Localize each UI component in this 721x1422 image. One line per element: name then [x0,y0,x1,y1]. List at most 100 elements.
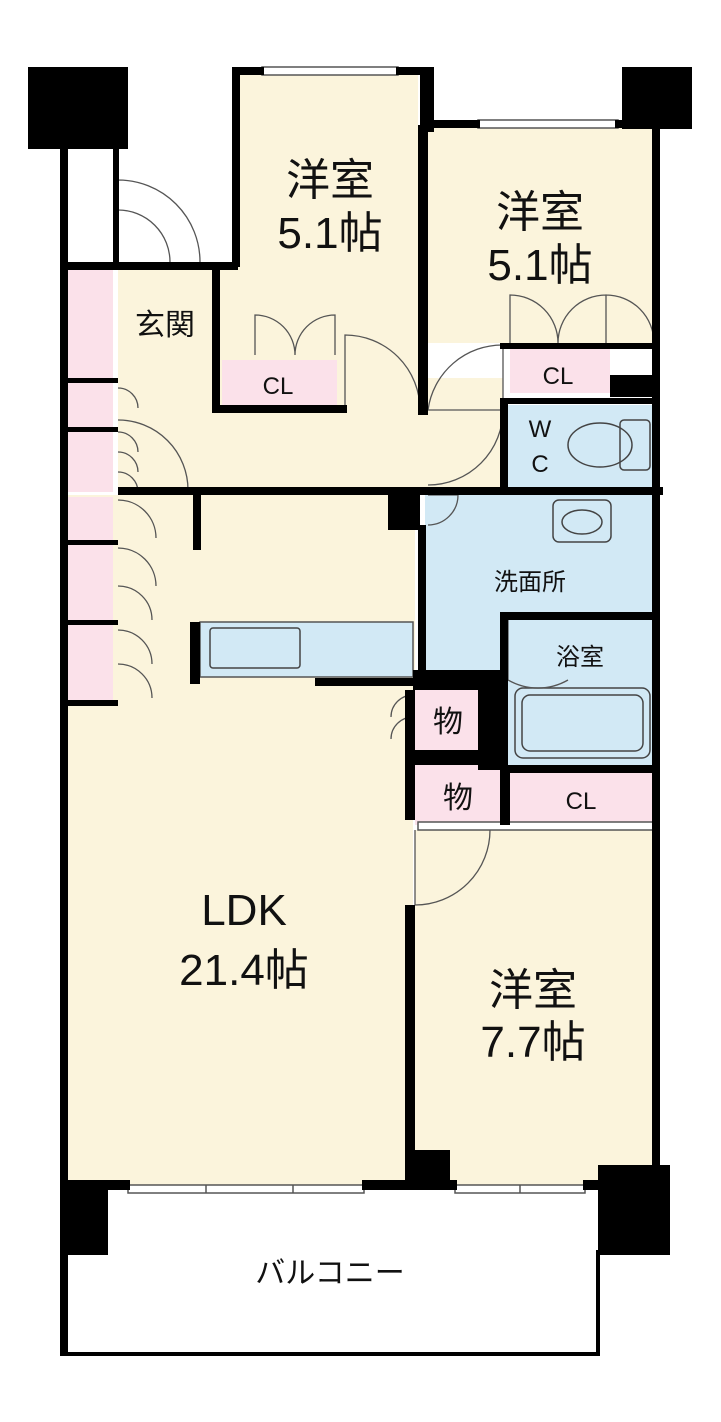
wall-north-ne2 [615,120,655,128]
ldk-size: 21.4帖 [179,946,309,995]
closet-s-label: CL [566,788,597,815]
sink-basin [552,499,612,543]
wall-bath-bottom [500,765,660,773]
bathtub [514,687,651,759]
wc-label-line2: C [531,451,548,478]
wall-nw-east [418,125,428,415]
windows [127,66,656,1194]
closet-nw-label: CL [263,373,294,400]
cabinet-doors-1 [117,387,139,493]
ldk-name: LDK [201,886,287,935]
sink-bowl [561,509,603,535]
labels: 洋室 5.1帖 洋室 5.1帖 玄関 CL CL W C 洗面所 浴室 物 物 … [135,156,604,1290]
shoe-cabinet-2 [68,383,113,428]
storage-1-label: 物 [433,706,463,739]
floor-fills [68,75,655,1355]
hall-door [117,419,189,491]
toilet-tank [619,419,651,471]
wall-north-nw-top [232,67,264,75]
window-ldk [127,1184,365,1194]
closet-ne-label: CL [543,363,574,390]
wall-storage-mid [413,750,508,765]
bedroom-s-door [414,829,491,906]
wall-entry-h [68,262,238,270]
floor-washroom [425,495,655,615]
wall-cabinets-edge4 [68,620,118,625]
door-swings [117,179,655,906]
wall-cabinets-edge3 [68,540,118,545]
wc-label-line1: W [529,416,552,443]
window-nw [261,66,399,76]
shoe-cabinet-5 [68,545,113,620]
wall-south-ldk [60,1180,130,1190]
wall-west [60,149,68,1355]
wall-south-e [583,1180,603,1190]
shoe-cabinet-1 [68,268,113,380]
bedroom-nw-name: 洋室 [286,156,374,205]
wall-ldk-east [405,690,415,820]
closet-ne [510,348,610,393]
entrance-door-arc2 [117,209,171,263]
wall-kitchen-bottom [315,678,425,686]
floor-washroom-ext [425,615,505,675]
wall-north-nw [232,67,240,267]
wall-east [652,120,660,1190]
wall-nw-south [212,262,220,412]
entrance-door-arc [117,179,201,263]
column-nw [28,67,128,149]
wall-kitchen-stub [190,622,200,684]
wall-ldk-stub [193,490,201,550]
storage-1 [415,690,480,750]
wall-wc-west [500,398,508,493]
balcony-rail-east [596,1250,600,1355]
wall-cabinets-edge2 [68,427,118,432]
bedroom-ne-size: 5.1帖 [487,241,592,290]
toilet-bowl [567,422,633,468]
bathtub-inner [521,694,644,752]
window-ne [477,119,619,129]
wall-ne-closet [610,375,660,397]
closet-nw-doors [254,314,336,356]
wall-washroom-west [418,525,426,685]
closet-s [510,772,655,822]
kitchen-sink [209,627,301,669]
storage-2 [415,765,500,825]
bedroom-ne-door2 [427,344,504,411]
storage-2-label: 物 [443,782,473,815]
closet-nw [222,360,337,410]
column-ne [622,67,692,129]
wall-small-closet [388,490,420,530]
floor-bedroom-nw [238,75,418,415]
rail-strip [417,821,656,831]
entrance-name: 玄関 [135,309,195,342]
wall-wc-top [500,398,660,404]
wall-north-ne [420,120,480,128]
shoe-cabinet-6 [68,625,113,700]
bedroom-nw-size: 5.1帖 [277,209,382,258]
wall-ldk-east2 [405,905,415,1185]
wall-north-mid [420,67,434,132]
floor-bathroom [508,620,655,765]
balcony-bottom [60,1352,600,1356]
floor-bedroom-ne [428,128,653,343]
floor-wc [505,405,655,490]
shoe-cabinet-3 [68,432,113,492]
wall-nw-bottom [212,405,347,413]
bedroom-ne-name: 洋室 [496,188,584,237]
fixtures [209,419,651,759]
floor-bedroom-s [415,830,655,1185]
walls [28,67,692,1356]
wall-washroom-bath [500,612,660,620]
shoe-cabinet-4 [68,497,113,540]
cabinet-doors-2 [117,499,157,699]
balcony-name: バルコニー [255,1257,404,1290]
floor-balcony [68,1195,598,1355]
wall-north-mid-top [396,67,434,75]
bedroom-s-size: 7.7帖 [480,1018,585,1067]
washroom-door [427,494,459,526]
wall-cabinets-edge5 [68,700,118,706]
bathroom-door [507,620,569,689]
bedroom-s-name: 洋室 [489,966,577,1015]
wall-ne-bottom [500,343,660,349]
